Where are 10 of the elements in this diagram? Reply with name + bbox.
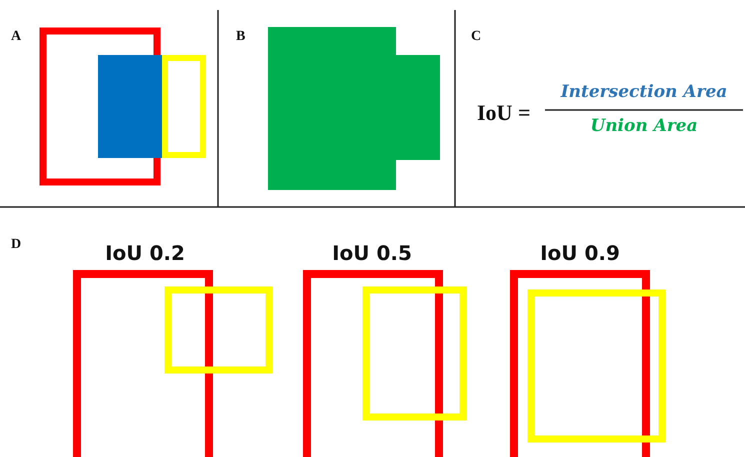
formula-lhs: IoU = [477,102,530,124]
panel-letter: D [11,238,22,252]
formula-numerator: Intersection Area [560,84,728,101]
panel-letter: A [11,30,22,44]
formula-denominator: Union Area [590,118,698,135]
panel-letter: C [471,30,482,44]
example-title: IoU 0.5 [332,243,412,263]
example-title: IoU 0.2 [105,243,185,263]
example-title: IoU 0.9 [540,243,620,263]
panel-letter: B [236,30,246,44]
